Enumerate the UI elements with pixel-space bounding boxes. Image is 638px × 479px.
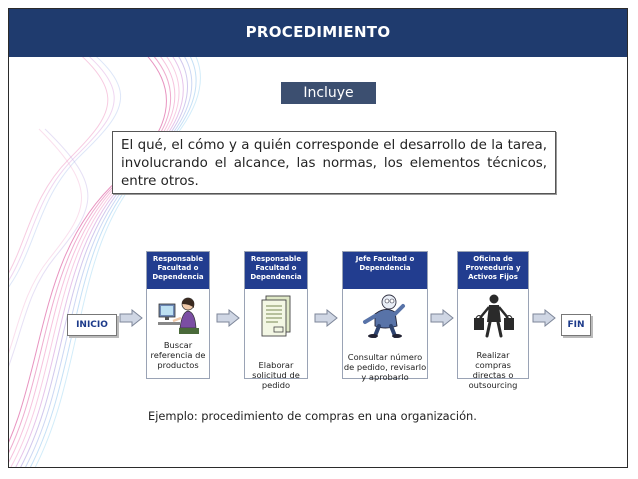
arrow-icon [430,309,454,327]
step-role: Jefe Facultad o Dependencia [343,252,427,289]
step-role: Responsable Facultad o Dependencia [245,252,307,289]
document-icon [261,295,291,337]
arrow-icon [314,309,338,327]
description-box: El qué, el cómo y a quién corresponde el… [112,131,556,194]
flow-step: Responsable Facultad o Dependencia Elabo… [244,251,308,390]
step-role: Oficina de Proveeduría y Activos Fijos [458,252,528,289]
step-role: Responsable Facultad o Dependencia [147,252,209,289]
decorative-swirl [9,9,201,467]
incluye-label: Incluye [281,82,376,104]
page-title: PROCEDIMIENTO [245,23,391,41]
arrow-icon [532,309,556,327]
start-box: INICIO [67,314,117,336]
arrow-icon [216,309,240,327]
flow-step: Oficina de Proveeduría y Activos Fijos R… [457,251,529,390]
slide-frame: PROCEDIMIENTO [8,8,628,468]
person-at-computer-icon [158,297,199,334]
step-action: Realizar compras directas o outsourcing [468,350,518,390]
header-bar: PROCEDIMIENTO [9,9,627,57]
cartoon-figure-icon [363,294,405,338]
caption: Ejemplo: procedimiento de compras en una… [148,409,477,423]
arrow-icon [119,309,143,327]
step-action: Consultar número de pedido, revisarlo y … [343,352,427,382]
step-action: Elaborar solicitud de pedido [252,360,300,390]
flow-step: Jefe Facultad o Dependencia Consultar nú… [342,251,428,382]
flow-step: Responsable Facultad o Dependencia Busca… [146,251,210,379]
step-action: Buscar referencia de productos [150,340,206,370]
end-box: FIN [561,314,591,336]
shopper-icon [474,294,514,338]
